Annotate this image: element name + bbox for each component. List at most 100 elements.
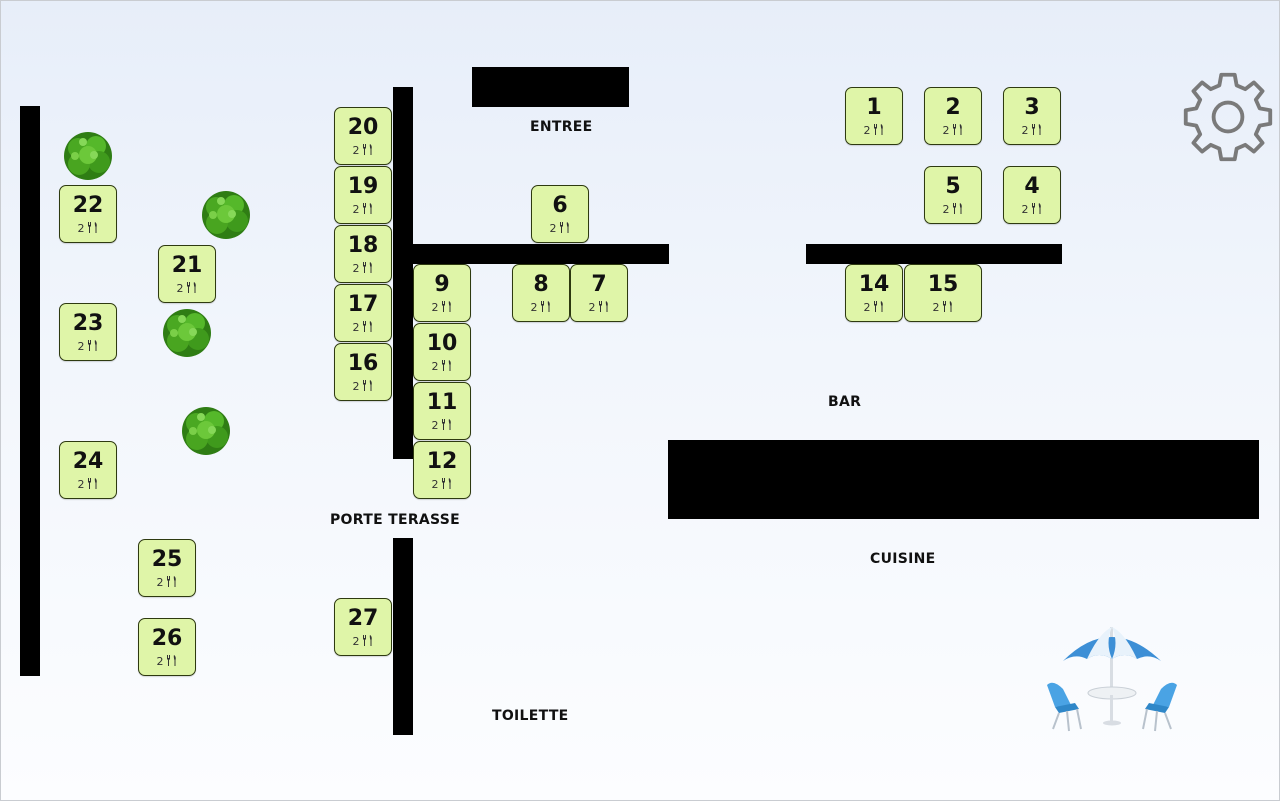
- table-seats: 2: [1004, 203, 1060, 216]
- cutlery-icon: [441, 360, 451, 371]
- table-21[interactable]: 21 2: [158, 245, 216, 303]
- table-19[interactable]: 19 2: [334, 166, 392, 224]
- cutlery-icon: [598, 301, 608, 312]
- wall-left: [20, 106, 40, 676]
- cutlery-icon: [873, 301, 883, 312]
- cutlery-icon: [441, 478, 451, 489]
- table-seats: 2: [905, 301, 981, 314]
- table-8[interactable]: 8 2: [512, 264, 570, 322]
- table-number: 16: [347, 351, 379, 376]
- table-number: 15: [927, 272, 959, 297]
- table-17[interactable]: 17 2: [334, 284, 392, 342]
- table-seats: 2: [414, 301, 470, 314]
- wall-right-divider: [806, 244, 1062, 264]
- table-1[interactable]: 1 2: [845, 87, 903, 145]
- table-2[interactable]: 2 2: [924, 87, 982, 145]
- table-number: 25: [151, 547, 183, 572]
- table-number: 19: [347, 174, 379, 199]
- table-24[interactable]: 24 2: [59, 441, 117, 499]
- table-18[interactable]: 18 2: [334, 225, 392, 283]
- table-seats: 2: [335, 321, 391, 334]
- table-3[interactable]: 3 2: [1003, 87, 1061, 145]
- table-number: 8: [533, 272, 549, 297]
- table-23[interactable]: 23 2: [59, 303, 117, 361]
- table-seats: 2: [414, 360, 470, 373]
- cutlery-icon: [942, 301, 952, 312]
- table-number: 20: [347, 115, 379, 140]
- cutlery-icon: [540, 301, 550, 312]
- cutlery-icon: [873, 124, 883, 135]
- cutlery-icon: [441, 419, 451, 430]
- table-seats: 2: [60, 478, 116, 491]
- table-7[interactable]: 7 2: [570, 264, 628, 322]
- table-number: 7: [591, 272, 607, 297]
- cutlery-icon: [1031, 203, 1041, 214]
- table-number: 3: [1024, 95, 1040, 120]
- zone-label-porte-terasse: PORTE TERASSE: [330, 512, 461, 528]
- table-seats: 2: [846, 301, 902, 314]
- table-number: 21: [171, 253, 203, 278]
- table-number: 4: [1024, 174, 1040, 199]
- table-9[interactable]: 9 2: [413, 264, 471, 322]
- table-number: 26: [151, 626, 183, 651]
- table-27[interactable]: 27 2: [334, 598, 392, 656]
- table-seats: 2: [414, 478, 470, 491]
- table-seats: 2: [139, 576, 195, 589]
- zone-label-entree: ENTREE: [530, 119, 593, 135]
- table-seats: 2: [335, 635, 391, 648]
- table-seats: 2: [925, 124, 981, 137]
- table-number: 5: [945, 174, 961, 199]
- table-22[interactable]: 22 2: [59, 185, 117, 243]
- bush-icon: [64, 132, 112, 180]
- cutlery-icon: [166, 655, 176, 666]
- table-number: 10: [426, 331, 458, 356]
- table-4[interactable]: 4 2: [1003, 166, 1061, 224]
- cutlery-icon: [952, 124, 962, 135]
- cutlery-icon: [362, 144, 372, 155]
- table-15[interactable]: 15 2: [904, 264, 982, 322]
- table-number: 12: [426, 449, 458, 474]
- table-26[interactable]: 26 2: [138, 618, 196, 676]
- table-14[interactable]: 14 2: [845, 264, 903, 322]
- table-number: 14: [858, 272, 890, 297]
- table-number: 23: [72, 311, 104, 336]
- cutlery-icon: [441, 301, 451, 312]
- table-10[interactable]: 10 2: [413, 323, 471, 381]
- table-number: 11: [426, 390, 458, 415]
- table-number: 2: [945, 95, 961, 120]
- cutlery-icon: [362, 635, 372, 646]
- table-12[interactable]: 12 2: [413, 441, 471, 499]
- table-11[interactable]: 11 2: [413, 382, 471, 440]
- bar-counter: [668, 440, 1259, 519]
- table-number: 9: [434, 272, 450, 297]
- gear-icon[interactable]: [1180, 69, 1276, 165]
- wall-center-lower: [393, 538, 413, 735]
- cutlery-icon: [362, 262, 372, 273]
- table-seats: 2: [335, 144, 391, 157]
- table-25[interactable]: 25 2: [138, 539, 196, 597]
- table-5[interactable]: 5 2: [924, 166, 982, 224]
- table-seats: 2: [1004, 124, 1060, 137]
- zone-label-toilette: TOILETTE: [492, 708, 569, 724]
- cutlery-icon: [952, 203, 962, 214]
- table-seats: 2: [846, 124, 902, 137]
- cutlery-icon: [166, 576, 176, 587]
- table-seats: 2: [925, 203, 981, 216]
- cutlery-icon: [1031, 124, 1041, 135]
- cutlery-icon: [362, 203, 372, 214]
- table-number: 1: [866, 95, 882, 120]
- table-6[interactable]: 6 2: [531, 185, 589, 243]
- terrace-umbrella-icon[interactable]: [1041, 619, 1183, 735]
- wall-center-upper: [393, 87, 413, 459]
- cutlery-icon: [87, 222, 97, 233]
- table-seats: 2: [60, 222, 116, 235]
- table-16[interactable]: 16 2: [334, 343, 392, 401]
- cutlery-icon: [362, 321, 372, 332]
- table-seats: 2: [414, 419, 470, 432]
- zone-label-cuisine: CUISINE: [870, 551, 936, 567]
- table-20[interactable]: 20 2: [334, 107, 392, 165]
- zone-label-bar: BAR: [828, 394, 862, 410]
- table-seats: 2: [513, 301, 569, 314]
- table-number: 27: [347, 606, 379, 631]
